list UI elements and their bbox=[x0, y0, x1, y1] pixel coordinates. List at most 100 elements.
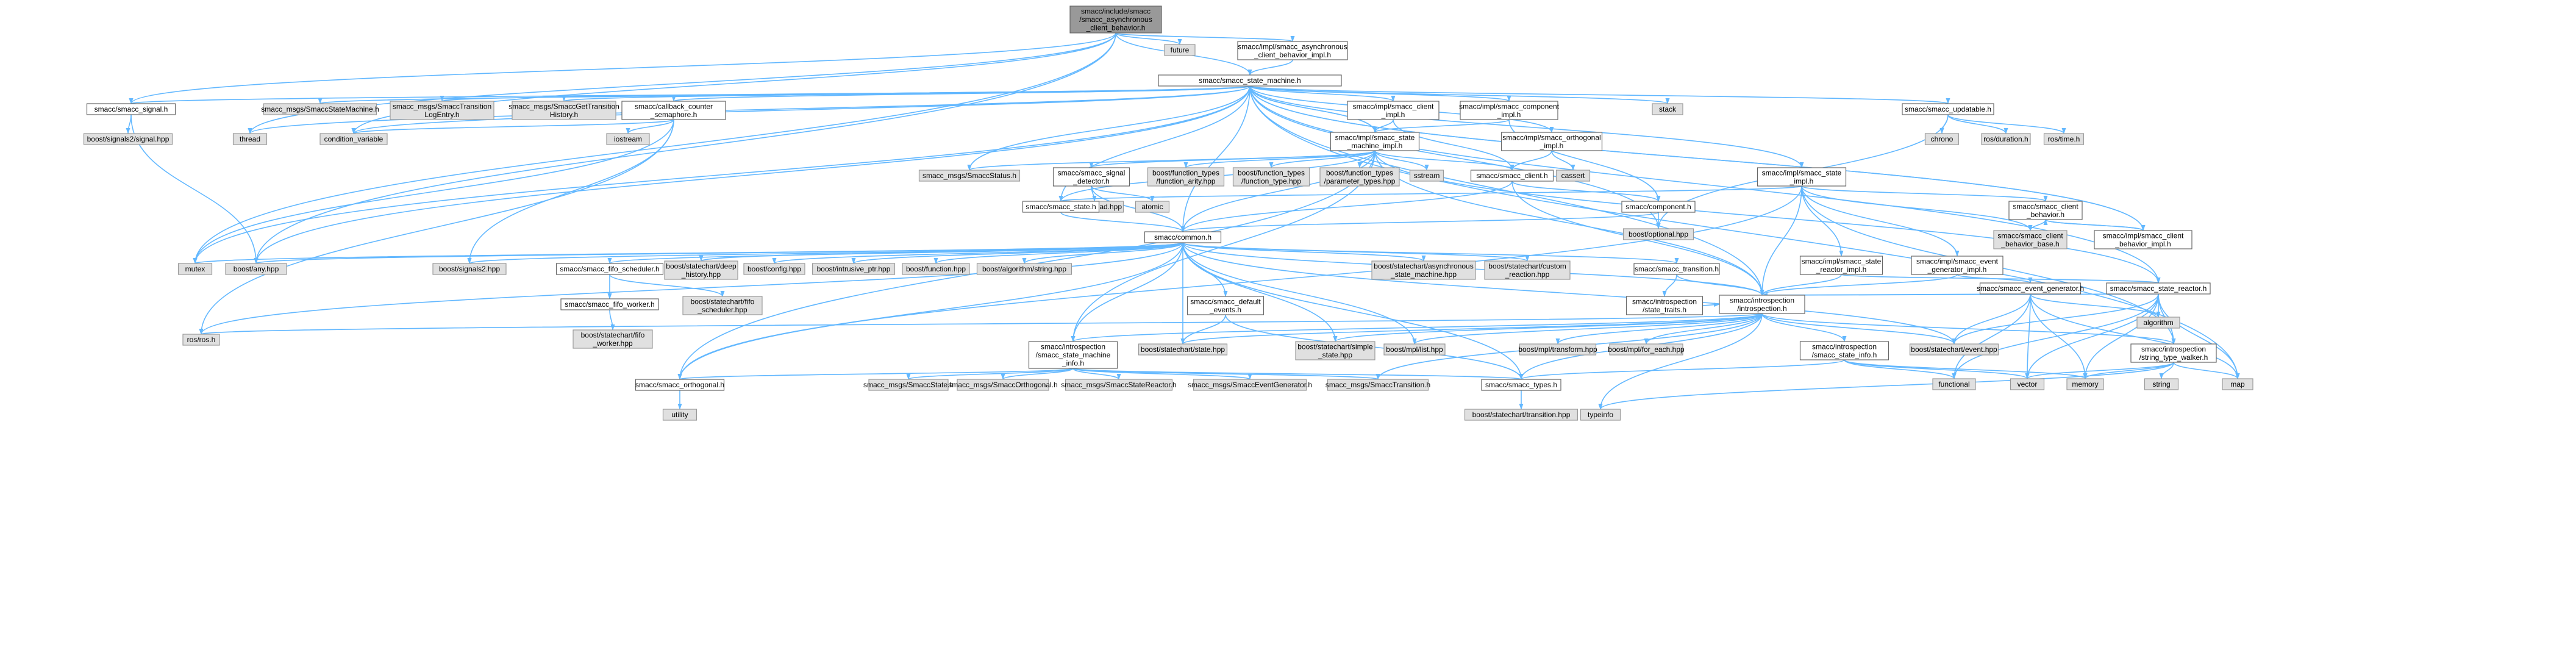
edge-stw-to-vector bbox=[2025, 362, 2174, 379]
node-balgostr[interactable]: boost/algorithm/string.hpp bbox=[976, 263, 1072, 275]
edge-client_impl-to-sm_impl bbox=[1372, 119, 1394, 133]
node-label: smacc/smacc_fifo_scheduler.h bbox=[560, 265, 659, 273]
node-functional[interactable]: functional bbox=[1932, 378, 1976, 390]
node-state-info[interactable]: smacc/introspection/smacc_state_info.h bbox=[1799, 341, 1889, 360]
node-sm-info[interactable]: smacc/introspection/smacc_state_machine_… bbox=[1028, 341, 1118, 369]
node-cb[interactable]: smacc/smacc_client_behavior.h bbox=[2008, 201, 2083, 220]
node-state[interactable]: smacc/smacc_state.h bbox=[1022, 201, 1100, 213]
node-mpl-list[interactable]: boost/mpl/list.hpp bbox=[1383, 343, 1446, 356]
node-memory[interactable]: memory bbox=[2066, 378, 2104, 390]
node-sm-impl[interactable]: smacc/impl/smacc_state_machine_impl.h bbox=[1330, 132, 1420, 151]
node-bsignals2[interactable]: boost/signals2.hpp bbox=[432, 263, 507, 275]
node-component[interactable]: smacc/component.h bbox=[1621, 201, 1696, 213]
node-transition[interactable]: smacc/smacc_transition.h bbox=[1633, 263, 1720, 275]
node-default-ev[interactable]: smacc/smacc_default_events.h bbox=[1186, 296, 1265, 315]
node-mutex[interactable]: mutex bbox=[177, 263, 213, 275]
node-intrusive[interactable]: boost/intrusive_ptr.hpp bbox=[812, 263, 896, 275]
node-stw[interactable]: smacc/introspection/string_type_walker.h bbox=[2130, 343, 2217, 363]
node-reactor[interactable]: smacc/smacc_state_reactor.h bbox=[2106, 282, 2211, 295]
node-box bbox=[1799, 256, 1883, 275]
node-label: smacc/impl/smacc_asynchronous bbox=[1238, 42, 1347, 51]
node-simple-state[interactable]: boost/statechart/simple_state.hpp bbox=[1295, 341, 1375, 360]
node-typeinfo[interactable]: typeinfo bbox=[1580, 409, 1621, 421]
node-msg-reactor[interactable]: smacc_msgs/SmaccStateReactor.h bbox=[1061, 379, 1177, 391]
node-condvar[interactable]: condition_variable bbox=[319, 133, 388, 145]
node-msg-status[interactable]: smacc_msgs/SmaccStatus.h bbox=[918, 170, 1021, 182]
node-bany[interactable]: boost/any.hpp bbox=[225, 263, 287, 275]
node-sigdet[interactable]: smacc/smacc_signal_detector.h bbox=[1052, 167, 1130, 187]
node-introspection[interactable]: smacc/introspection/introspection.h bbox=[1719, 295, 1805, 314]
node-counter[interactable]: smacc/callback_counter_semaphore.h bbox=[621, 101, 726, 120]
node-signal[interactable]: smacc/smacc_signal.h bbox=[86, 103, 176, 115]
node-algorithm[interactable]: algorithm bbox=[2136, 317, 2180, 329]
node-rosh[interactable]: ros/ros.h bbox=[182, 334, 220, 346]
node-bsignals[interactable]: boost/signals2/signal.hpp bbox=[83, 133, 173, 145]
node-fifo-sched-hpp[interactable]: boost/statechart/fifo_scheduler.hpp bbox=[682, 296, 763, 315]
node-boptional[interactable]: boost/optional.hpp bbox=[1622, 228, 1694, 240]
node-msg-state[interactable]: smacc_msgs/SmaccState.h bbox=[863, 379, 954, 391]
edge-sm_info-to-msg_evgen bbox=[1072, 368, 1252, 380]
edge-sm_info-to-msg_orth bbox=[1001, 368, 1074, 380]
node-rosduration[interactable]: ros/duration.h bbox=[1981, 133, 2031, 145]
node-state-traits[interactable]: smacc/introspection/state_traits.h bbox=[1625, 296, 1704, 315]
node-async-sm[interactable]: boost/statechart/asynchronous_state_mach… bbox=[1371, 260, 1476, 280]
node-orth-impl[interactable]: smacc/impl/smacc_orthogonal_impl.h bbox=[1500, 132, 1603, 151]
node-future[interactable]: future bbox=[1164, 44, 1196, 56]
node-client[interactable]: smacc/smacc_client.h bbox=[1470, 170, 1554, 182]
node-label: chrono bbox=[1931, 135, 1953, 143]
node-bevent[interactable]: boost/statechart/event.hpp bbox=[1909, 343, 1999, 356]
node-fifo-worker-hpp[interactable]: boost/statechart/fifo_worker.hpp bbox=[573, 329, 653, 349]
node-ft-only[interactable]: boost/function_types/function_arity.hpp bbox=[1147, 167, 1225, 187]
node-vector[interactable]: vector bbox=[2010, 378, 2045, 390]
node-msg-trans[interactable]: smacc_msgs/SmaccTransition.h bbox=[1325, 379, 1430, 391]
node-ft-param[interactable]: boost/function_types/parameter_types.hpp bbox=[1319, 167, 1400, 187]
node-orthogonal[interactable]: smacc/smacc_orthogonal.h bbox=[635, 379, 725, 391]
node-chrono[interactable]: chrono bbox=[1924, 133, 1960, 145]
node-msg-sm[interactable]: smacc_msgs/SmaccStateMachine.h bbox=[261, 103, 379, 115]
node-reactor-impl[interactable]: smacc/impl/smacc_state_reactor_impl.h bbox=[1799, 256, 1883, 275]
node-types[interactable]: smacc/smacc_types.h bbox=[1481, 379, 1561, 391]
node-atomic[interactable]: atomic bbox=[1135, 201, 1170, 213]
node-ft-type[interactable]: boost/function_types/function_type.hpp bbox=[1232, 167, 1310, 187]
node-msg-evgen[interactable]: smacc_msgs/SmaccEventGenerator.h bbox=[1188, 379, 1312, 391]
node-updatable[interactable]: smacc/smacc_updatable.h bbox=[1902, 103, 1994, 115]
node-iostream[interactable]: iostream bbox=[606, 133, 650, 145]
node-client-impl[interactable]: smacc/impl/smacc_client_impl.h bbox=[1347, 101, 1440, 120]
node-mpl-foreach[interactable]: boost/mpl/for_each.hpp bbox=[1608, 343, 1685, 356]
node-fifo-sched[interactable]: smacc/smacc_fifo_scheduler.h bbox=[555, 263, 664, 275]
node-thread[interactable]: thread bbox=[232, 133, 268, 145]
node-stack[interactable]: stack bbox=[1652, 103, 1683, 115]
node-bconfig[interactable]: boost/config.hpp bbox=[743, 263, 805, 275]
node-comp-impl[interactable]: smacc/impl/smacc_component_impl.h bbox=[1459, 101, 1560, 120]
node-evgen-impl[interactable]: smacc/impl/smacc_event_generator_impl.h bbox=[1911, 256, 2003, 275]
node-sstream[interactable]: sstream bbox=[1409, 170, 1444, 182]
node-root[interactable]: smacc/include/smacc/smacc_asynchronous_c… bbox=[1069, 5, 1162, 34]
node-fifo-worker[interactable]: smacc/smacc_fifo_worker.h bbox=[560, 298, 659, 310]
node-sm[interactable]: smacc/smacc_state_machine.h bbox=[1158, 74, 1342, 87]
node-map[interactable]: map bbox=[2222, 378, 2253, 390]
node-rostime[interactable]: ros/time.h bbox=[2043, 133, 2085, 145]
node-cb-impl[interactable]: smacc/impl/smacc_client_behavior_impl.h bbox=[2094, 230, 2192, 249]
node-msg-orth[interactable]: smacc_msgs/SmaccOrthogonal.h bbox=[948, 379, 1058, 391]
node-bfunction[interactable]: boost/function.hpp bbox=[902, 263, 970, 275]
node-common[interactable]: smacc/common.h bbox=[1144, 231, 1222, 243]
node-mpl-transform[interactable]: boost/mpl/transform.hpp bbox=[1518, 343, 1597, 356]
node-box bbox=[83, 133, 173, 145]
edge-sm_impl-to-sm bbox=[1247, 85, 1375, 133]
node-cb-base[interactable]: smacc/smacc_client_behavior_base.h bbox=[1993, 230, 2068, 249]
node-custom-react[interactable]: boost/statechart/custom_reaction.hpp bbox=[1484, 260, 1571, 280]
node-bstate[interactable]: boost/statechart/state.hpp bbox=[1138, 343, 1228, 356]
node-cassert[interactable]: cassert bbox=[1555, 170, 1591, 182]
node-async-impl[interactable]: smacc/impl/smacc_asynchronous_client_beh… bbox=[1237, 41, 1348, 60]
edge-introspection-to-state_info bbox=[1761, 313, 1847, 342]
node-evgen[interactable]: smacc/smacc_event_generator.h bbox=[1977, 282, 2084, 295]
node-btransition[interactable]: boost/statechart/transition.hpp bbox=[1464, 409, 1579, 421]
node-utility[interactable]: utility bbox=[662, 409, 698, 421]
node-deep-hist[interactable]: boost/statechart/deep_history.hpp bbox=[664, 260, 738, 280]
node-state-impl[interactable]: smacc/impl/smacc_state_impl.h bbox=[1757, 167, 1847, 187]
node-label: ros/time.h bbox=[2048, 135, 2080, 143]
node-label: smacc/smacc_event_generator.h bbox=[1977, 284, 2084, 293]
node-string[interactable]: string bbox=[2144, 378, 2179, 390]
